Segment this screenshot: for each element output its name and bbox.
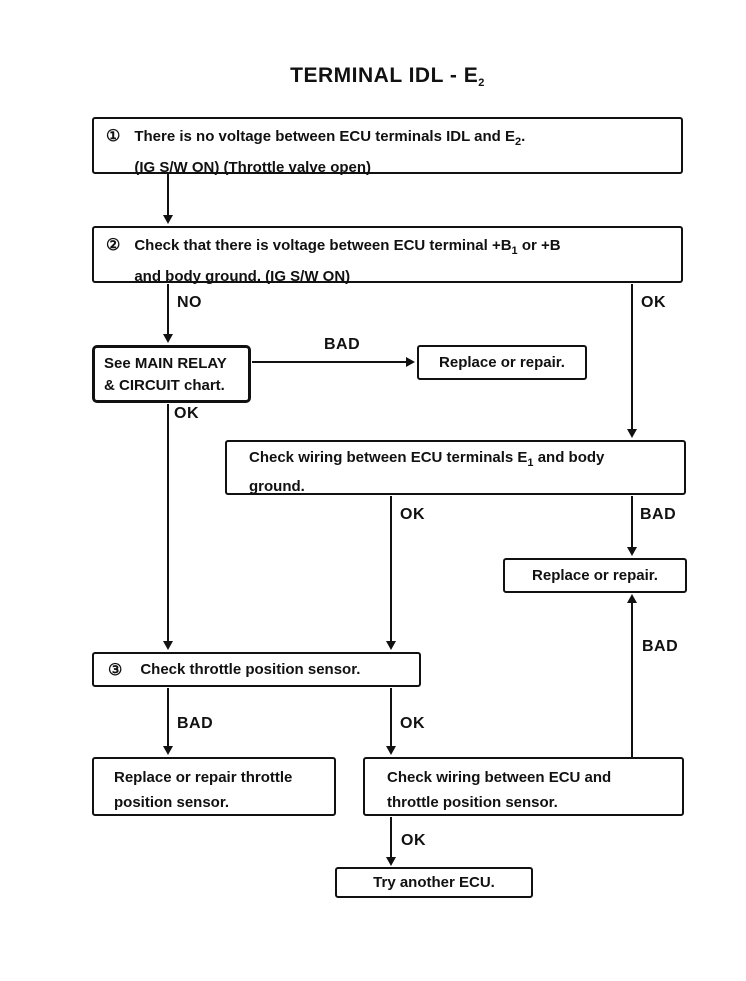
edge-label-ok: OK [400, 715, 425, 732]
connector-tpswiring-tryecu [390, 817, 392, 858]
main-relay-line2: & CIRCUIT chart. [104, 377, 225, 394]
connector-step2-checke1 [631, 284, 633, 430]
arrow-down-icon [627, 547, 637, 556]
replace-throttle-line2: position sensor. [114, 794, 230, 811]
check-e1-line1: Check wiring between ECU terminals E1 an… [249, 446, 674, 475]
try-ecu-box: Try another ECU. [335, 867, 533, 898]
check-e1-line1-post: and body [533, 449, 605, 466]
connector-step3-tpswiring [390, 688, 392, 746]
connector-checke1-repair [631, 496, 633, 548]
step3-number: ③ [108, 661, 123, 679]
connector-tpswiring-repair [631, 602, 633, 757]
step3-box: ③ Check throttle position sensor. [92, 652, 421, 687]
connector-step2-mainrelay [167, 284, 169, 335]
edge-label-bad: BAD [324, 336, 361, 353]
check-e1-wiring-box: Check wiring between ECU terminals E1 an… [225, 440, 686, 495]
page-title-subscript: 2 [478, 77, 485, 89]
connector-mainrelay-repair [252, 361, 407, 363]
check-e1-line2: ground. [249, 478, 305, 495]
replace-repair-top-text: Replace or repair. [439, 354, 565, 371]
arrow-down-icon [163, 215, 173, 224]
arrow-down-icon [386, 746, 396, 755]
connector-checke1-step3 [390, 496, 392, 642]
edge-label-ok: OK [641, 294, 666, 311]
check-e1-line1-pre: Check wiring between ECU terminals E [249, 449, 528, 466]
step2-number: ② [106, 237, 121, 254]
main-relay-box: See MAIN RELAY & CIRCUIT chart. [92, 345, 251, 403]
check-tps-line2: throttle position sensor. [387, 794, 558, 811]
edge-label-bad: BAD [177, 715, 214, 732]
step2-line1-post: or +B [517, 237, 561, 254]
check-tps-wiring-box: Check wiring between ECU and throttle po… [363, 757, 684, 816]
arrow-down-icon [163, 641, 173, 650]
arrow-down-icon [627, 429, 637, 438]
replace-repair-right-text: Replace or repair. [532, 567, 658, 584]
step2-line1-pre: Check that there is voltage between ECU … [134, 237, 512, 254]
step1-line1: There is no voltage between ECU terminal… [134, 124, 673, 155]
step2-text: Check that there is voltage between ECU … [134, 233, 673, 285]
arrow-down-icon [386, 641, 396, 650]
replace-throttle-line1: Replace or repair throttle [114, 769, 293, 786]
step1-number: ① [106, 128, 121, 145]
step1-box: ① There is no voltage between ECU termin… [92, 117, 683, 176]
edge-label-ok: OK [174, 405, 199, 422]
page-title: TERMINAL IDL - E2 [92, 64, 683, 89]
check-e1-line1-sub: 1 [527, 457, 534, 469]
arrow-right-icon [406, 357, 415, 367]
connector-step1-step2 [167, 174, 169, 216]
main-relay-line1: See MAIN RELAY [104, 355, 227, 372]
connector-step3-repairtps [167, 688, 169, 746]
step1-text: There is no voltage between ECU terminal… [134, 124, 673, 176]
step2-line1: Check that there is voltage between ECU … [134, 233, 673, 264]
arrow-up-icon [627, 594, 637, 603]
step2-line1-sub: 1 [511, 245, 518, 257]
step1-line1-sub: 2 [515, 136, 522, 148]
replace-repair-top-box: Replace or repair. [417, 345, 587, 380]
step2-box: ② Check that there is voltage between EC… [92, 226, 683, 285]
try-ecu-text: Try another ECU. [373, 874, 495, 891]
step2-line2: and body ground. (IG S/W ON) [134, 268, 351, 285]
page-title-text: TERMINAL IDL - E [290, 64, 479, 87]
arrow-down-icon [163, 746, 173, 755]
step1-line1-post: . [521, 128, 526, 145]
replace-repair-right-box: Replace or repair. [503, 558, 687, 593]
edge-label-ok: OK [401, 832, 426, 849]
replace-throttle-sensor-box: Replace or repair throttle position sens… [92, 757, 336, 816]
connector-mainrelay-step3 [167, 404, 169, 642]
arrow-down-icon [386, 857, 396, 866]
check-tps-line1: Check wiring between ECU and [387, 769, 612, 786]
edge-label-no: NO [177, 294, 202, 311]
step1-line2: (IG S/W ON) (Throttle valve open) [134, 159, 372, 176]
step1-line1-pre: There is no voltage between ECU terminal… [134, 128, 515, 145]
arrow-down-icon [163, 334, 173, 343]
edge-label-bad: BAD [642, 638, 679, 655]
edge-label-ok: OK [400, 506, 425, 523]
step3-text: Check throttle position sensor. [140, 661, 361, 678]
edge-label-bad: BAD [640, 506, 677, 523]
